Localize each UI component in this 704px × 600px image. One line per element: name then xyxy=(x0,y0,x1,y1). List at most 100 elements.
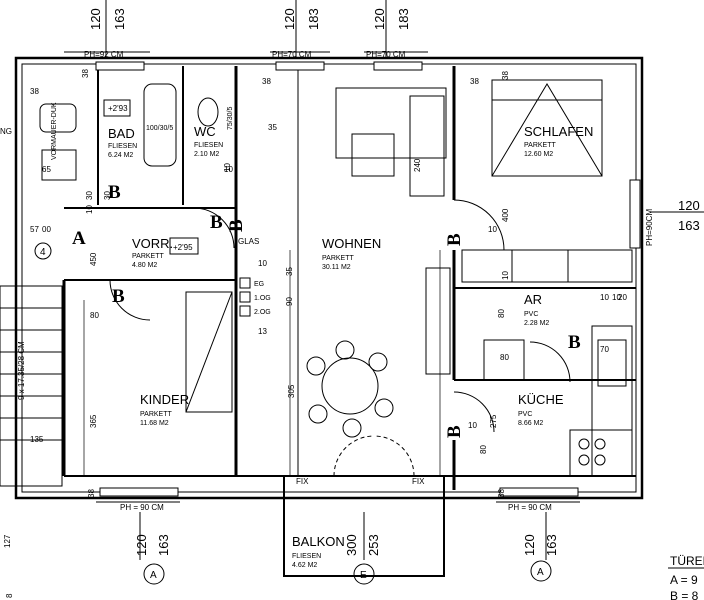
dim-bottom-3-b: 163 xyxy=(544,534,559,556)
dim-misc: 10 xyxy=(85,205,94,214)
dim-right-b: 163 xyxy=(678,218,700,233)
level-eg: EG xyxy=(254,281,264,288)
room-kinder-floor: PARKETT xyxy=(140,411,172,418)
door-marker-b: B xyxy=(112,286,125,307)
dim-misc: 10 xyxy=(612,293,621,302)
room-vorr-floor: PARKETT xyxy=(132,253,164,260)
room-bad-floor: FLIESEN xyxy=(108,143,137,150)
ph-top-2: PH=70 CM xyxy=(272,50,312,59)
dim-misc: 00 xyxy=(42,225,51,234)
room-vorr-area: 4.80 M2 xyxy=(132,262,157,269)
room-vorr-level: +2'95 xyxy=(173,243,193,252)
dim-misc: 135 xyxy=(30,435,44,444)
room-wc-fixture: 75/30/5 xyxy=(227,107,234,130)
room-wohnen-area: 30.11 M2 xyxy=(322,264,351,271)
dim-misc: 10 xyxy=(468,421,477,430)
ph-bottom-2: PH = 90 CM xyxy=(508,503,552,512)
room-ar-area: 2.28 M2 xyxy=(524,320,549,327)
room-kinder-area: 11.68 M2 xyxy=(140,420,169,427)
room-bad-level: +2'93 xyxy=(108,104,128,113)
dim-misc: 10 xyxy=(600,293,609,302)
legend-title: TÜREN xyxy=(670,554,704,568)
dim-bottom-1-b: 163 xyxy=(156,534,171,556)
dim-misc: 35 xyxy=(268,123,277,132)
room-wc-name: WC xyxy=(194,124,216,139)
door-marker-b: B xyxy=(444,233,465,246)
dim-right-a: 120 xyxy=(678,198,700,213)
fix-label-left: FIX xyxy=(296,477,309,486)
room-schlafen-area: 12.60 M2 xyxy=(524,151,553,158)
dim-misc: 10 xyxy=(258,259,267,268)
dim-misc: 275 xyxy=(489,414,498,428)
dim-bottom-2-a: 300 xyxy=(344,534,359,556)
dim-misc: 450 xyxy=(89,252,98,266)
door-marker-b: B xyxy=(210,212,223,233)
room-wohnen-floor: PARKETT xyxy=(322,255,354,262)
dim-misc: 38 xyxy=(87,489,96,498)
dim-misc: 30 xyxy=(103,191,112,200)
level-1og: 1.OG xyxy=(254,295,271,302)
room-wohnen-name: WOHNEN xyxy=(322,236,381,251)
dim-misc: 365 xyxy=(89,414,98,428)
room-wc-shower: 100/30/5 xyxy=(146,125,173,132)
dim-misc: 80 xyxy=(497,309,506,318)
dim-misc: 30 xyxy=(85,191,94,200)
level-2og: 2.OG xyxy=(254,309,271,316)
room-kueche-floor: PVC xyxy=(518,411,532,418)
dim-top-2-a: 120 xyxy=(282,8,297,30)
dim-misc: 38 xyxy=(81,69,90,78)
room-bad-name: BAD xyxy=(108,126,135,141)
room-ar-floor: PVC xyxy=(524,311,538,318)
room-kinder-name: KINDER xyxy=(140,392,189,407)
section-marker-a: A xyxy=(72,228,86,249)
ph-right: PH=90CM xyxy=(645,209,654,246)
dim-misc: 57 xyxy=(30,225,39,234)
room-balkon-area: 4.62 M2 xyxy=(292,562,317,569)
axis-a-left: A xyxy=(150,570,157,581)
left-edge-label: 127 xyxy=(3,534,12,548)
axis-4: 4 xyxy=(40,247,46,258)
ph-top-3: PH=70 CM xyxy=(366,50,406,59)
dim-bottom-3-a: 120 xyxy=(522,534,537,556)
dim-misc: 38 xyxy=(497,489,506,498)
vormauer-label: VORMAUER-DUK xyxy=(51,102,58,160)
dim-misc: 70 xyxy=(600,345,609,354)
door-marker-b: B xyxy=(226,219,247,232)
dim-misc: 20 xyxy=(618,293,627,302)
axis-e: E xyxy=(360,570,367,581)
dim-misc: 305 xyxy=(287,384,296,398)
dim-top-1-b: 163 xyxy=(112,8,127,30)
stairs-label: 9 x 17.35/28 CM xyxy=(17,341,26,400)
room-kueche-name: KÜCHE xyxy=(518,392,564,407)
dim-misc: 35 xyxy=(285,267,294,276)
room-schlafen-floor: PARKETT xyxy=(524,142,556,149)
dim-misc: 90 xyxy=(285,297,294,306)
ph-top-1: PH=92 CM xyxy=(84,50,124,59)
dim-misc: 400 xyxy=(501,208,510,222)
dim-bottom-1-a: 120 xyxy=(134,534,149,556)
dim-misc: 10 xyxy=(501,271,510,280)
left-edge-label: 8 xyxy=(5,593,14,598)
room-schlafen-name: SCHLAFEN xyxy=(524,124,593,139)
dim-top-2-b: 183 xyxy=(306,8,321,30)
dim-misc: 10 xyxy=(224,165,233,174)
dim-misc: 240 xyxy=(413,158,422,172)
legend-item-b: B = 8 xyxy=(670,589,699,600)
dim-misc: 10 xyxy=(223,163,232,172)
room-wc-floor: FLIESEN xyxy=(194,142,223,149)
ph-bottom-1: PH = 90 CM xyxy=(120,503,164,512)
dim-misc: 38 xyxy=(262,77,271,86)
dim-misc: 38 xyxy=(30,87,39,96)
door-marker-b: B xyxy=(444,425,465,438)
legend-item-a: A = 9 xyxy=(670,573,698,587)
glas-label: GLAS xyxy=(238,237,259,246)
dim-top-3-b: 183 xyxy=(396,8,411,30)
dim-misc: 80 xyxy=(500,353,509,362)
dim-misc: 80 xyxy=(90,311,99,320)
dim-top-3-a: 120 xyxy=(372,8,387,30)
door-marker-b: B xyxy=(568,332,581,353)
room-balkon-name: BALKON xyxy=(292,534,345,549)
room-vorr-name: VORR. xyxy=(132,236,173,251)
room-kueche-area: 8.66 M2 xyxy=(518,420,543,427)
